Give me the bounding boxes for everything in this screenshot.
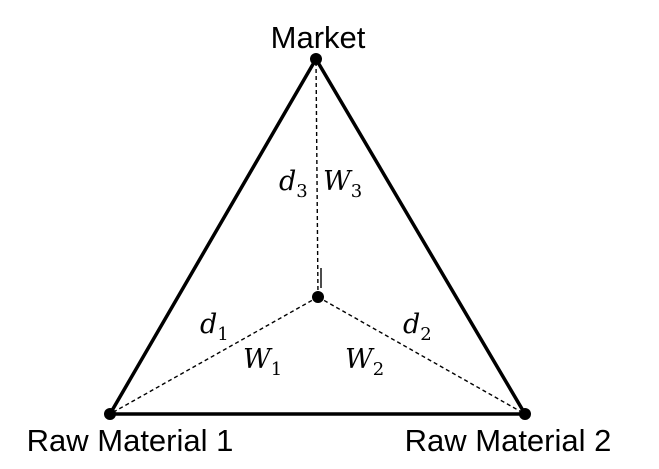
d3-label: d3	[279, 166, 308, 202]
d2-label: d2	[403, 309, 432, 345]
w3-label: W3	[323, 166, 362, 202]
connector-d1-raw-material-1	[109, 296, 319, 415]
connector-d3-market	[315, 58, 319, 298]
edge-market-raw-material-1	[108, 57, 318, 416]
w2-label: W2	[345, 344, 384, 380]
raw-material-2-point	[519, 408, 531, 420]
optimal-location-point	[312, 291, 324, 303]
w1-label: W1	[243, 344, 282, 380]
raw-material-1-label: Raw Material 1	[27, 423, 234, 458]
market-label: Market	[271, 20, 366, 55]
market-point	[310, 53, 322, 65]
raw-material-2-label: Raw Material 2	[405, 423, 612, 458]
d1-label: d1	[200, 309, 229, 345]
edge-market-raw-material-2	[314, 57, 527, 416]
connector-d2-raw-material-2	[317, 296, 526, 415]
raw-material-1-point	[104, 408, 116, 420]
